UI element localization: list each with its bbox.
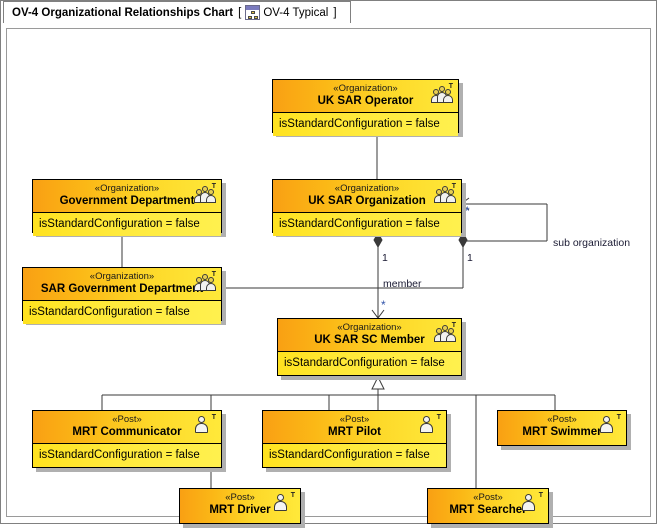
node-attribute: isStandardConfiguration = false xyxy=(33,444,221,467)
node-stereotype: «Post» xyxy=(112,414,142,425)
node-header: «Organization» UK SAR SC Member T xyxy=(278,319,461,352)
node-attribute: isStandardConfiguration = false xyxy=(278,352,461,375)
multiplicity-member-target: * xyxy=(381,298,386,312)
multiplicity-member-source: 1 xyxy=(382,252,388,264)
node-header: «Post» MRT Communicator T xyxy=(33,411,221,444)
diagram-icon xyxy=(245,5,261,20)
association-sargov-to-uksarorg xyxy=(222,231,468,289)
tab-subtitle: OV-4 Typical xyxy=(263,6,329,19)
node-body: «Post» MRT Searcher T xyxy=(427,488,549,524)
node-stereotype: «Organization» xyxy=(337,322,402,333)
organization-icon: T xyxy=(431,83,453,104)
node-body: «Organization» UK SAR Organization T isS… xyxy=(272,179,462,236)
bracket-open: [ xyxy=(238,6,242,19)
association-label-sub-organization: sub organization xyxy=(553,237,631,249)
node-stereotype: «Organization» xyxy=(334,183,400,194)
node-name: UK SAR Organization xyxy=(308,195,426,207)
node-attribute: isStandardConfiguration = false xyxy=(33,213,221,236)
node-uk-sar-sc-member[interactable]: «Organization» UK SAR SC Member T isStan… xyxy=(277,318,466,380)
node-name: MRT Pilot xyxy=(327,426,382,438)
node-body: «Organization» Government Department T i… xyxy=(32,179,222,236)
node-body: «Organization» UK SAR Operator T isStand… xyxy=(272,79,459,136)
organization-icon: T xyxy=(194,271,216,292)
node-body: «Post» MRT Pilot T isStandardConfigurati… xyxy=(262,410,447,468)
post-person-icon: T xyxy=(273,492,295,513)
node-header: «Organization» SAR Government Department… xyxy=(23,268,221,301)
node-name: SAR Government Department xyxy=(40,283,204,295)
node-attribute: isStandardConfiguration = false xyxy=(263,444,446,467)
node-stereotype: «Post» xyxy=(547,414,577,425)
bracket-close: ] xyxy=(333,6,337,19)
organization-icon: T xyxy=(434,322,456,343)
node-header: «Organization» UK SAR Operator T xyxy=(273,80,458,113)
node-stereotype: «Post» xyxy=(225,492,255,503)
node-header: «Post» MRT Searcher T xyxy=(428,489,548,523)
multiplicity-suborg-source: 1 xyxy=(467,252,473,264)
node-mrt-searcher[interactable]: «Post» MRT Searcher T xyxy=(427,488,553,528)
node-name: UK SAR Operator xyxy=(317,95,414,107)
node-attribute: isStandardConfiguration = false xyxy=(23,301,221,324)
association-label-member: member xyxy=(383,278,422,290)
node-mrt-pilot[interactable]: «Post» MRT Pilot T isStandardConfigurati… xyxy=(262,410,451,472)
post-person-icon: T xyxy=(419,414,441,435)
post-person-icon: T xyxy=(521,492,543,513)
node-stereotype: «Organization» xyxy=(89,271,155,282)
node-body: «Organization» UK SAR SC Member T isStan… xyxy=(277,318,462,376)
node-name: MRT Communicator xyxy=(72,426,182,438)
tab-ov4-organizational-relationships-chart[interactable]: OV-4 Organizational Relationships Chart … xyxy=(3,1,351,23)
composition-sub-organization xyxy=(460,197,548,242)
post-person-icon: T xyxy=(194,414,216,435)
node-mrt-driver[interactable]: «Post» MRT Driver T xyxy=(179,488,305,528)
node-uk-sar-operator[interactable]: «Organization» UK SAR Operator T isStand… xyxy=(272,79,463,137)
tab-bar: OV-4 Organizational Relationships Chart … xyxy=(1,1,656,24)
node-header: «Post» MRT Pilot T xyxy=(263,411,446,444)
diagram-canvas[interactable]: 1 1 * * member sub organization «Organiz… xyxy=(1,24,656,528)
node-body: «Post» MRT Swimmer T xyxy=(497,410,627,446)
node-name: MRT Swimmer xyxy=(522,426,602,438)
node-sar-government-department[interactable]: «Organization» SAR Government Department… xyxy=(22,267,226,325)
node-stereotype: «Post» xyxy=(473,492,503,503)
node-name: MRT Searcher xyxy=(449,504,527,516)
node-body: «Organization» SAR Government Department… xyxy=(22,267,222,324)
node-header: «Organization» UK SAR Organization T xyxy=(273,180,461,213)
node-stereotype: «Organization» xyxy=(333,83,398,94)
diagram-surface: 1 1 * * member sub organization «Organiz… xyxy=(6,28,651,528)
node-mrt-communicator[interactable]: «Post» MRT Communicator T isStandardConf… xyxy=(32,410,226,472)
node-header: «Post» MRT Driver T xyxy=(180,489,300,523)
node-name: Government Department xyxy=(59,195,195,207)
tab-title: OV-4 Organizational Relationships Chart xyxy=(12,6,234,19)
node-header: «Organization» Government Department T xyxy=(33,180,221,213)
node-name: MRT Driver xyxy=(209,504,271,516)
node-uk-sar-organization[interactable]: «Organization» UK SAR Organization T isS… xyxy=(272,179,466,237)
node-body: «Post» MRT Driver T xyxy=(179,488,301,524)
node-header: «Post» MRT Swimmer T xyxy=(498,411,626,445)
node-attribute: isStandardConfiguration = false xyxy=(273,113,458,136)
node-body: «Post» MRT Communicator T isStandardConf… xyxy=(32,410,222,468)
node-stereotype: «Organization» xyxy=(94,183,160,194)
node-attribute: isStandardConfiguration = false xyxy=(273,213,461,236)
node-name: UK SAR SC Member xyxy=(314,334,425,346)
node-government-department[interactable]: «Organization» Government Department T i… xyxy=(32,179,226,237)
organization-icon: T xyxy=(434,183,456,204)
node-mrt-swimmer[interactable]: «Post» MRT Swimmer T xyxy=(497,410,631,450)
node-stereotype: «Post» xyxy=(339,414,370,425)
post-person-icon: T xyxy=(599,414,621,435)
organization-icon: T xyxy=(194,183,216,204)
multiplicity-suborg-target: * xyxy=(465,204,470,218)
